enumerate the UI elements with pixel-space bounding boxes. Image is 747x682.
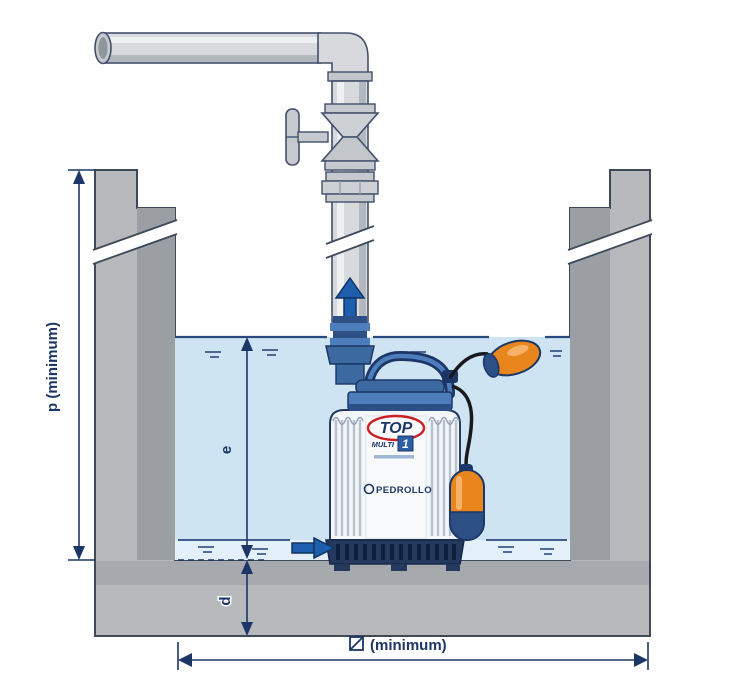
float-cable-upper — [448, 352, 489, 379]
water-ripple — [498, 546, 514, 553]
wall-inner-shade-right — [570, 208, 610, 560]
dimension-floor-clearance: d — [216, 560, 253, 636]
water-ripple — [540, 548, 554, 555]
fine-print-strip — [374, 455, 414, 459]
wall-break-mark-right — [567, 219, 653, 265]
float-switch-upper — [482, 339, 542, 378]
model-number-text: 1 — [402, 437, 409, 451]
pump-feet — [334, 564, 460, 571]
pump-ribs-left — [334, 420, 362, 536]
pipe-highlight — [104, 37, 320, 43]
floor-top-shade — [96, 561, 649, 585]
dimension-water-depth: e — [178, 337, 268, 561]
inlet-flow-arrow — [291, 536, 336, 560]
series-text: MULTI — [372, 440, 395, 449]
float-switch-assembly — [448, 339, 542, 541]
pump-base-slots — [336, 544, 456, 560]
dimension-pit-width: (minimum) — [177, 636, 649, 670]
union-nut-top — [325, 171, 375, 182]
submersible-pump: TOP MULTI 1 PEDROLLO — [325, 350, 465, 571]
dim-arrowhead — [241, 545, 253, 559]
brand-logo-mark — [363, 483, 375, 495]
union-nut-middle — [321, 180, 379, 195]
wall-break-mark-left — [92, 219, 178, 265]
water-ripples — [198, 349, 562, 555]
valve-flange-bottom — [324, 160, 376, 171]
elbow-collar — [327, 71, 373, 82]
pump-rib-scallop-left — [332, 416, 364, 426]
coupling-ring — [330, 338, 370, 346]
coupling-ring — [333, 316, 367, 323]
dim-arrowhead — [634, 653, 648, 667]
pit-width-label: (minimum) — [370, 637, 447, 654]
float-cap — [482, 353, 500, 378]
valve-body-upper — [320, 112, 380, 138]
floor-clearance-label: d — [217, 596, 234, 605]
dim-arrowhead — [241, 622, 253, 636]
pipe-end-bore — [98, 37, 108, 59]
coupling-neck — [335, 363, 365, 385]
float-cable-lower — [451, 384, 474, 469]
coupling-ring — [330, 323, 370, 331]
pipe-coupling — [325, 316, 375, 385]
dim-arrowhead — [73, 170, 85, 184]
top-logo-text: TOP — [380, 420, 413, 437]
dim-arrowhead — [241, 337, 253, 351]
water-ripple — [198, 546, 214, 553]
pit-depth-label: p (minimum) — [44, 322, 61, 412]
water-ripple — [550, 350, 562, 357]
dim-arrowhead — [73, 546, 85, 560]
wall-inner-shade-left — [137, 208, 175, 560]
dim-arrowhead — [241, 560, 253, 574]
valve-body-lower — [320, 136, 380, 162]
water-depth-label: e — [218, 446, 235, 454]
pipe-shade — [104, 55, 320, 62]
water-ripple — [252, 548, 268, 555]
float-cap — [449, 511, 485, 541]
top-logo-swoosh — [366, 414, 426, 442]
float-highlight — [456, 476, 462, 510]
float-highlight — [507, 344, 529, 356]
pipe-union — [321, 171, 379, 203]
discharge-pipework — [94, 31, 380, 385]
valve-stem — [297, 131, 329, 143]
pump-branding: TOP MULTI 1 PEDROLLO — [363, 414, 432, 496]
float-switch-lower — [449, 464, 485, 541]
water-ripple — [205, 351, 221, 358]
coupling-ring — [333, 331, 367, 338]
coupling-nut — [325, 345, 375, 365]
pump-ribs-right — [430, 420, 458, 536]
dim-arrowhead — [178, 653, 192, 667]
brand-text: PEDROLLO — [376, 485, 432, 496]
valve-flange-top — [324, 103, 376, 114]
pump-top-cap — [347, 379, 453, 411]
dimension-pit-depth: p (minimum) — [44, 169, 95, 561]
union-nut-bottom — [325, 193, 375, 203]
pipe-break-mark — [325, 225, 375, 259]
pit-structure — [92, 169, 653, 637]
square-section-symbol — [349, 636, 364, 651]
gate-valve — [285, 103, 380, 171]
flow-up-arrow — [334, 276, 366, 319]
water-ripple — [262, 349, 278, 356]
model-number-badge — [397, 435, 414, 452]
pump-rib-scallop-right — [428, 416, 460, 426]
